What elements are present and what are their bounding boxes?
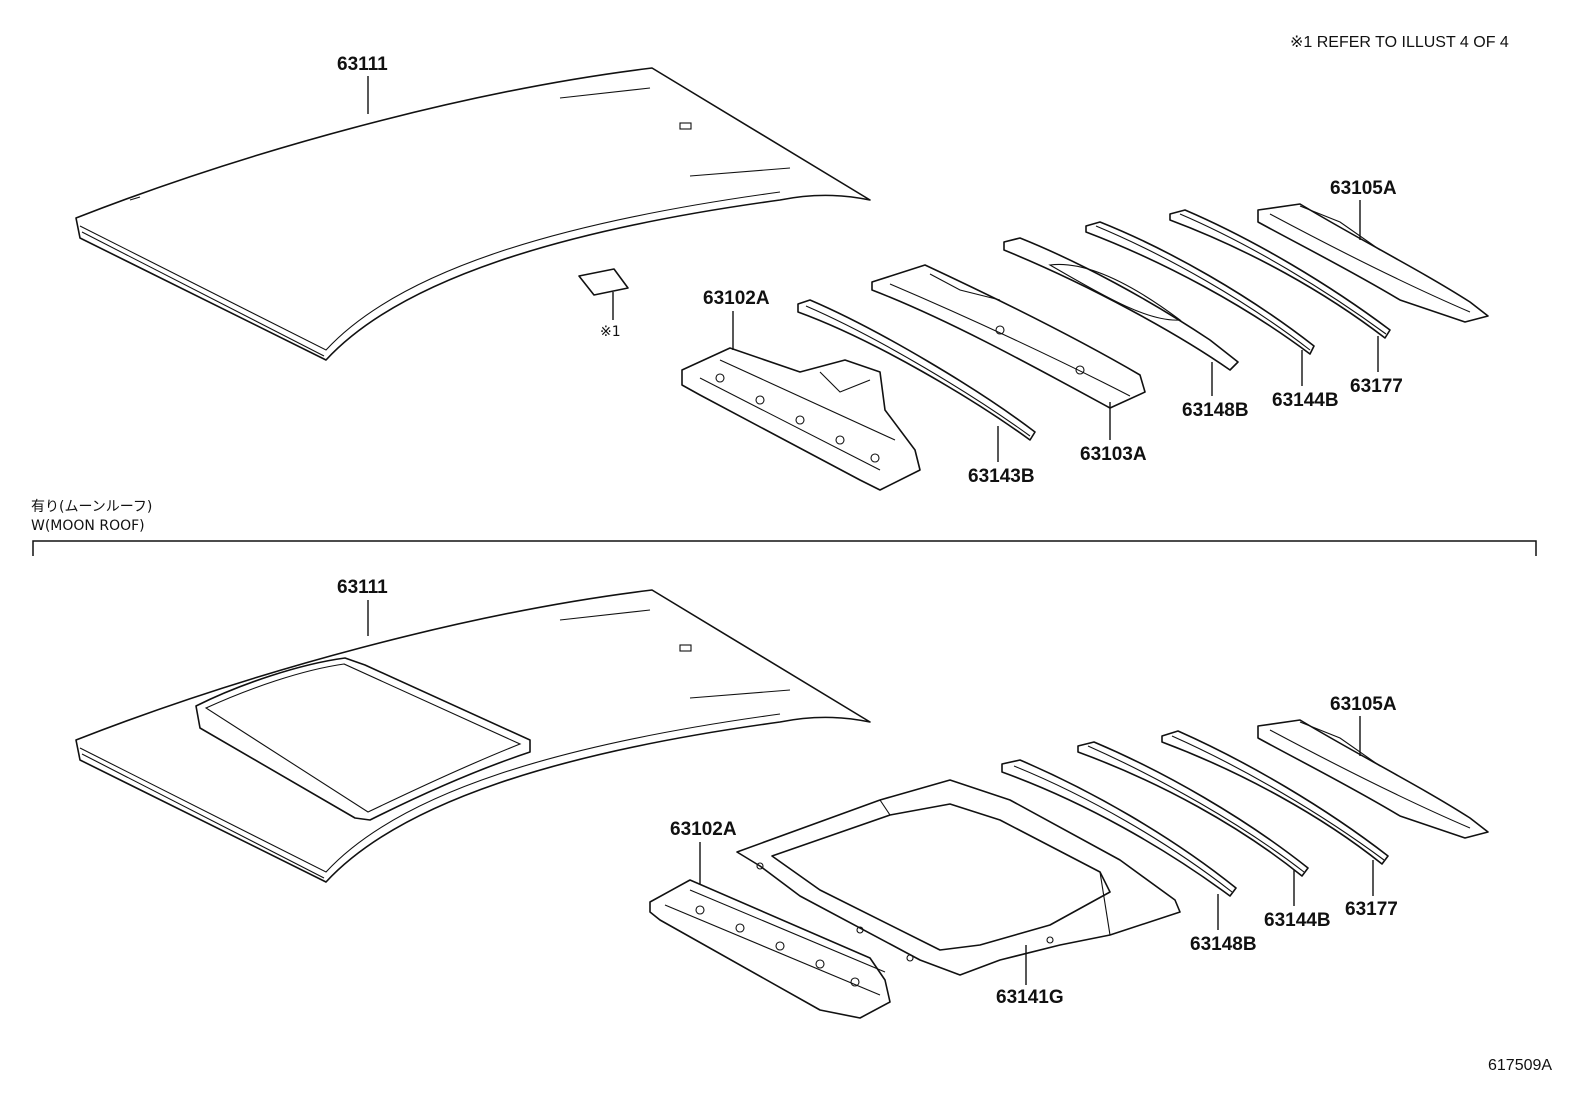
- upper-roof-bow-5[interactable]: [1169, 209, 1391, 339]
- lower-front-header[interactable]: [649, 879, 891, 1019]
- lower-sunroof-frame[interactable]: [736, 779, 1181, 976]
- label-lower-sunroof-frame: 63141G: [996, 987, 1064, 1008]
- label-upper-roof-bow-3: 63148B: [1182, 400, 1249, 421]
- section-bracket: [32, 540, 1537, 556]
- label-lower-roof-bow-4: 63144B: [1264, 910, 1331, 931]
- label-upper-front-header: 63102A: [703, 288, 770, 309]
- label-upper-roof-bow-1: 63143B: [968, 466, 1035, 487]
- upper-front-header[interactable]: [681, 347, 921, 491]
- label-upper-roof-bow-5: 63177: [1350, 376, 1403, 397]
- upper-ref-mark: ※1: [600, 324, 621, 340]
- upper-rear-header[interactable]: [1257, 203, 1489, 323]
- label-upper-roof-bow-2: 63103A: [1080, 444, 1147, 465]
- label-lower-rear-header: 63105A: [1330, 694, 1397, 715]
- label-upper-roof-bow-4: 63144B: [1272, 390, 1339, 411]
- label-lower-roof-bow-3: 63148B: [1190, 934, 1257, 955]
- upper-roof-bow-3[interactable]: [1003, 237, 1239, 371]
- refer-note: ※1 REFER TO ILLUST 4 OF 4: [1290, 34, 1509, 51]
- upper-roof-panel[interactable]: [75, 67, 871, 361]
- label-upper-roof-panel: 63111: [337, 54, 388, 75]
- label-upper-rear-header: 63105A: [1330, 178, 1397, 199]
- lower-assembly: 63111 63102A 63141G: [75, 577, 1489, 1019]
- upper-assembly: 63111 ※1 63102A 63143B: [75, 54, 1489, 491]
- label-lower-roof-panel: 63111: [337, 577, 388, 598]
- upper-roof-bow-4[interactable]: [1085, 221, 1315, 355]
- label-lower-roof-bow-5: 63177: [1345, 899, 1398, 920]
- section-title-jp: 有り(ムーンルーフ): [31, 499, 152, 515]
- illustration-code: 617509A: [1488, 1057, 1552, 1074]
- upper-roof-bow-1[interactable]: [797, 299, 1036, 441]
- lower-roof-panel[interactable]: [75, 589, 871, 883]
- upper-reference-patch: [578, 268, 629, 296]
- lower-roof-bow-3[interactable]: [1001, 759, 1237, 897]
- section-title-en: W(MOON ROOF): [31, 518, 145, 534]
- lower-rear-header[interactable]: [1257, 719, 1489, 839]
- lower-roof-bow-5[interactable]: [1161, 730, 1389, 865]
- upper-roof-bow-2[interactable]: [871, 264, 1146, 409]
- lower-roof-bow-4[interactable]: [1077, 741, 1309, 877]
- label-lower-front-header: 63102A: [670, 819, 737, 840]
